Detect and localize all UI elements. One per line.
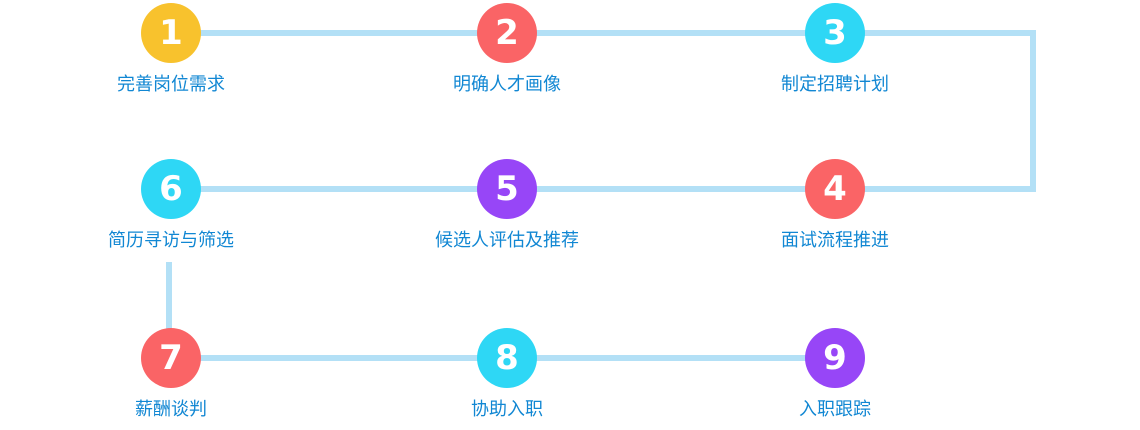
step-number-badge: 6 (141, 159, 201, 219)
step-number-badge: 9 (805, 328, 865, 388)
step-7: 7 薪酬谈判 (71, 328, 271, 428)
step-label: 明确人才画像 (453, 74, 561, 95)
step-3: 3 制定招聘计划 (735, 3, 935, 103)
step-9: 9 入职跟踪 (735, 328, 935, 428)
step-label: 协助入职 (471, 399, 543, 420)
step-label: 制定招聘计划 (781, 74, 889, 95)
step-1: 1 完善岗位需求 (71, 3, 271, 103)
connector-left-vertical (166, 262, 172, 332)
step-4: 4 面试流程推进 (735, 159, 935, 259)
step-number-badge: 1 (141, 3, 201, 63)
connector-right-vertical (1030, 30, 1036, 192)
step-number-badge: 8 (477, 328, 537, 388)
step-number-badge: 4 (805, 159, 865, 219)
step-number-badge: 2 (477, 3, 537, 63)
connector-row2 (170, 186, 1036, 192)
step-label: 候选人评估及推荐 (435, 230, 579, 251)
step-label: 简历寻访与筛选 (108, 230, 234, 251)
step-5: 5 候选人评估及推荐 (407, 159, 607, 259)
step-label: 薪酬谈判 (135, 399, 207, 420)
step-label: 入职跟踪 (799, 399, 871, 420)
connector-row1 (170, 30, 1036, 36)
step-6: 6 简历寻访与筛选 (71, 159, 271, 259)
step-2: 2 明确人才画像 (407, 3, 607, 103)
step-number-badge: 7 (141, 328, 201, 388)
step-8: 8 协助入职 (407, 328, 607, 428)
step-label: 完善岗位需求 (117, 74, 225, 95)
step-number-badge: 3 (805, 3, 865, 63)
step-number-badge: 5 (477, 159, 537, 219)
step-label: 面试流程推进 (781, 230, 889, 251)
